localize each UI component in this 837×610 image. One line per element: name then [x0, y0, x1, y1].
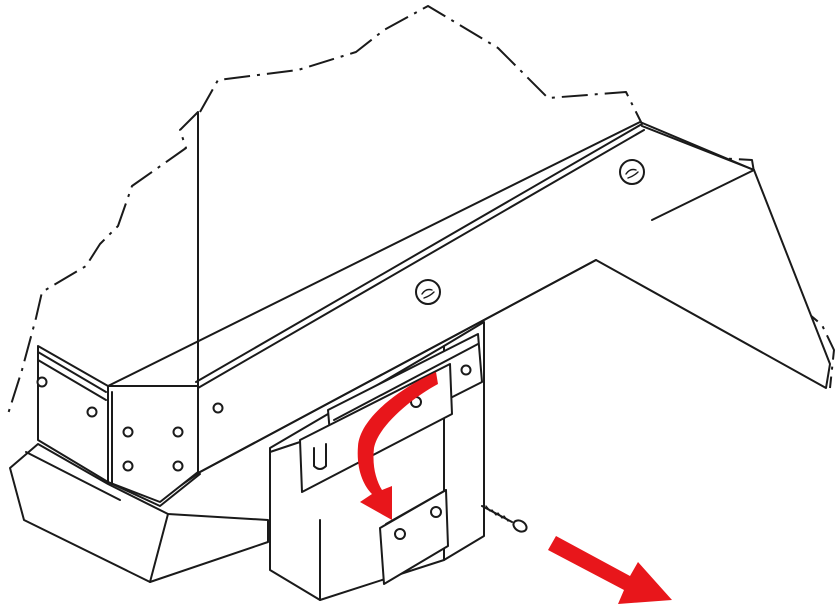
screw-icon	[481, 505, 528, 533]
screw-thread	[485, 505, 509, 522]
plinth-top-edge	[25, 451, 121, 501]
plinth-front-edge	[149, 513, 169, 583]
side-panel-edge-line-2	[37, 359, 107, 401]
straight-arrow-body	[548, 536, 672, 604]
corner-leg-bottom	[107, 473, 201, 507]
side-panel-edge-line	[37, 351, 107, 393]
curved-arrow-body	[357, 372, 438, 520]
side-hole-1	[36, 376, 48, 388]
leg-hole-1	[122, 426, 134, 438]
corner-leg-face	[107, 385, 199, 503]
bracket-upper-edge	[333, 343, 479, 421]
board-right-bevel	[641, 125, 755, 171]
board-hole-small	[212, 402, 224, 414]
small-l-bracket	[379, 489, 449, 585]
board-lower-edge	[199, 259, 597, 473]
leg-hole-2	[172, 426, 184, 438]
board-right-under	[651, 169, 755, 221]
bracket-slot	[313, 443, 327, 470]
pull-out-arrow-icon	[548, 536, 672, 604]
left-side-panel	[9, 345, 269, 583]
corner-leg	[107, 385, 201, 507]
l-bracket-hole-2	[430, 506, 442, 518]
break-line-left	[7, 111, 199, 415]
board-top-edge-2	[197, 129, 645, 389]
l-bracket-edge	[385, 489, 447, 525]
leg-hole-3	[122, 460, 134, 472]
support-post-edge	[269, 441, 301, 453]
screw-head	[512, 519, 528, 533]
board-top-edge	[195, 123, 643, 383]
board-screw-1	[415, 279, 441, 305]
leg-hole-4	[172, 460, 184, 472]
curved-rotate-arrow-icon	[357, 372, 438, 520]
l-bracket-hole-1	[394, 528, 406, 540]
board-screw-2	[619, 159, 645, 185]
bracket-hole-1	[460, 364, 472, 376]
side-hole-2	[86, 406, 98, 418]
plinth-block	[9, 443, 269, 583]
